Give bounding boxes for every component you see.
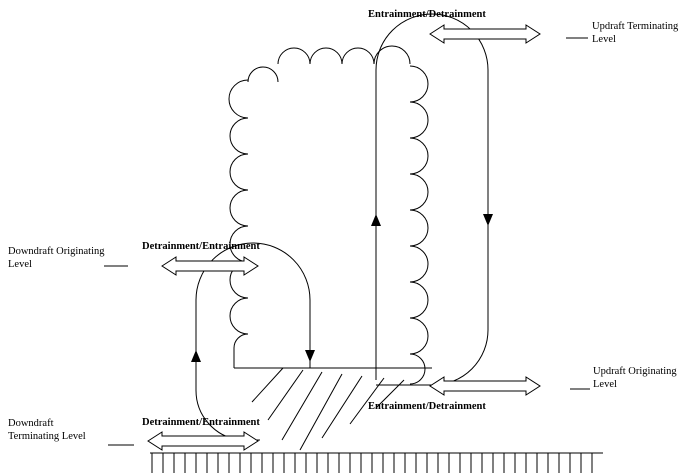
downdraft-return-arrowhead — [191, 350, 201, 362]
cloud-top-scallop — [374, 46, 410, 64]
downdraft-terminating-label: Downdraft Terminating Level — [8, 418, 86, 443]
top-exchange-arrow — [430, 25, 540, 43]
updraft-loop — [376, 14, 488, 385]
cloud-left-scallop — [234, 334, 248, 368]
hatch-line — [252, 368, 283, 402]
cloud-left-scallop — [230, 118, 248, 154]
hatch-line — [282, 372, 322, 440]
hatch-line — [322, 376, 362, 438]
cloud-right-scallop — [410, 210, 428, 246]
cloud-top-scallop — [342, 48, 374, 64]
cloud-right-scallop — [410, 66, 428, 102]
mid-exchange-arrow — [162, 257, 258, 275]
ground-surface — [150, 453, 603, 473]
updraft-terminating-label: Updraft Terminating Level — [592, 21, 678, 46]
downdraft-flow-arrowhead — [305, 350, 315, 362]
cloud-left-scallop — [230, 298, 248, 334]
cloud-top-scallop — [310, 48, 342, 64]
downdraft-originating-label: Downdraft Originating Level — [8, 246, 105, 271]
cloud-right-scallop — [410, 282, 428, 318]
cloud-right-scallop — [410, 102, 428, 138]
cloud-right-scallop — [410, 138, 428, 174]
ground-exchange-label: Detrainment/Entrainment — [142, 417, 260, 428]
cloud-left-scallop — [229, 80, 248, 118]
lower-exchange-arrow — [430, 377, 540, 395]
cloud-top-scallop — [278, 48, 310, 64]
cloud-right-scallop — [410, 318, 428, 354]
circulation-loops — [196, 14, 488, 440]
cloud-left-scallop — [230, 154, 248, 190]
updraft-flow-arrowhead — [371, 214, 381, 226]
cloud-right-scallop — [410, 174, 428, 210]
updraft-descent-arrowhead — [483, 214, 493, 226]
cloud-left-scallop — [230, 190, 248, 226]
exchange-arrows — [148, 25, 540, 450]
cloud-right-scallop — [410, 246, 428, 282]
hatch-line — [300, 374, 342, 450]
ground-exchange-arrow — [148, 432, 258, 450]
cloud-outline — [229, 46, 432, 384]
top-exchange-label: Entrainment/Detrainment — [368, 9, 486, 20]
cloud-top-scallop — [248, 67, 278, 82]
cloud-right-scallop — [410, 354, 425, 384]
updraft-originating-label: Updraft Originating Level — [593, 366, 677, 391]
lower-exchange-label: Entrainment/Detrainment — [368, 401, 486, 412]
mid-exchange-label: Detrainment/Entrainment — [142, 241, 260, 252]
